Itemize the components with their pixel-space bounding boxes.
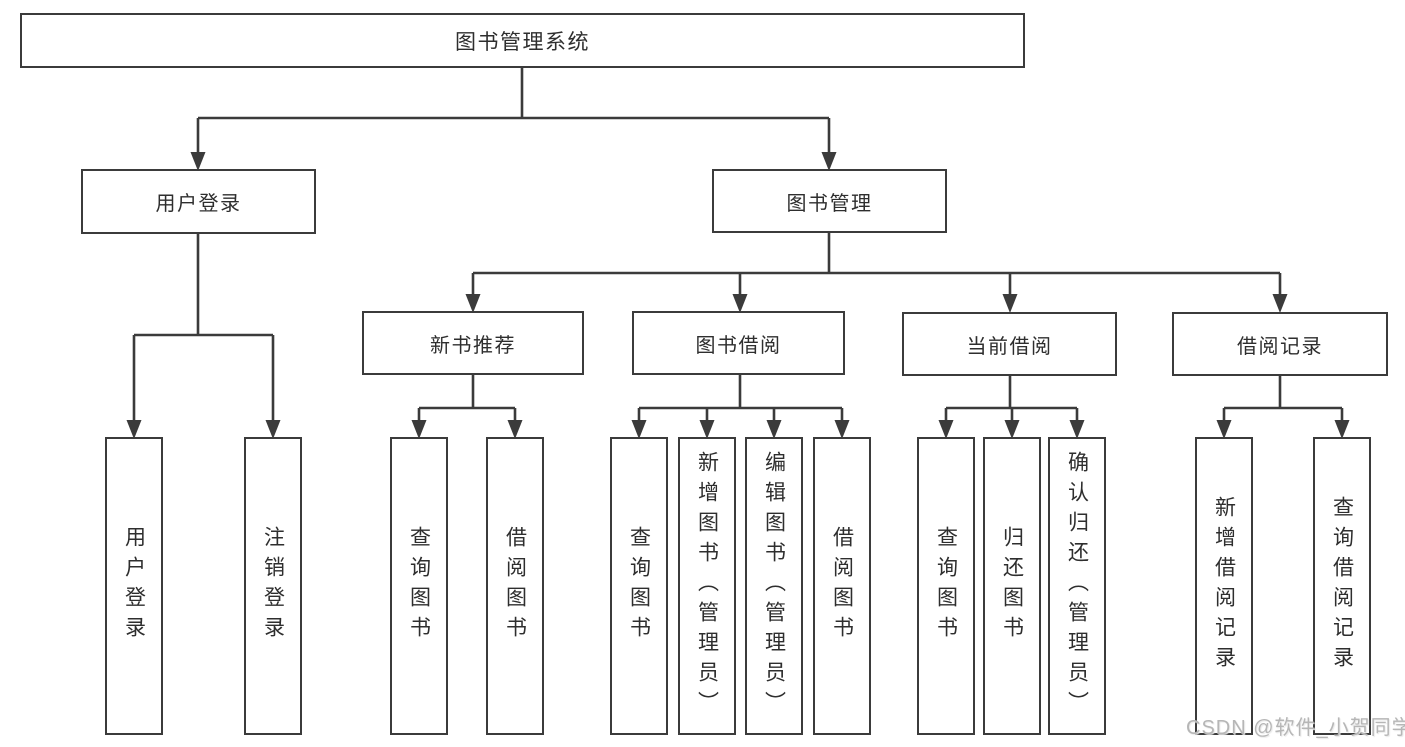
node-user-login: 用户登录 (81, 169, 316, 234)
node-user-login-action: 用户登录 (105, 437, 163, 735)
node-label: 新增图书（管理员） (695, 451, 719, 721)
node-query-borrow-record: 查询借阅记录 (1313, 437, 1371, 735)
node-label: 归还图书 (1000, 526, 1024, 646)
node-borrowing-records: 借阅记录 (1172, 312, 1388, 376)
node-label: 查询借阅记录 (1330, 496, 1354, 676)
node-label: 查询图书 (407, 526, 431, 646)
node-label: 借阅图书 (503, 526, 527, 646)
node-query-books-borrowing: 查询图书 (610, 437, 668, 735)
node-logout-action: 注销登录 (244, 437, 302, 735)
node-label: 新书推荐 (430, 334, 516, 357)
node-borrow-books-recommend: 借阅图书 (486, 437, 544, 735)
node-label: 编辑图书（管理员） (762, 451, 786, 721)
node-label: 借阅图书 (830, 526, 854, 646)
node-label: 新增借阅记录 (1212, 496, 1236, 676)
node-label: 借阅记录 (1237, 335, 1323, 358)
node-add-books-admin: 新增图书（管理员） (678, 437, 736, 735)
node-borrow-books-borrowing: 借阅图书 (813, 437, 871, 735)
arrowhead-icon (1272, 294, 1288, 313)
node-label: 图书管理 (786, 192, 873, 215)
node-query-books-recommend: 查询图书 (390, 437, 448, 735)
node-confirm-return-admin: 确认归还（管理员） (1048, 437, 1106, 735)
node-current-borrowing: 当前借阅 (902, 312, 1117, 376)
node-book-borrowing: 图书借阅 (632, 311, 845, 375)
csdn-watermark: CSDN @软件_小贺同学 (1186, 717, 1405, 739)
node-label: 确认归还（管理员） (1065, 451, 1089, 721)
node-query-books-current: 查询图书 (917, 437, 975, 735)
node-return-books: 归还图书 (983, 437, 1041, 735)
node-label: 注销登录 (261, 526, 285, 646)
node-new-book-recommend: 新书推荐 (362, 311, 584, 375)
node-label: 图书借阅 (695, 334, 782, 357)
node-label: 查询图书 (934, 526, 958, 646)
node-label: 查询图书 (627, 526, 651, 646)
node-add-borrow-record: 新增借阅记录 (1195, 437, 1253, 735)
node-label: 图书管理系统 (455, 30, 590, 54)
node-root: 图书管理系统 (20, 13, 1025, 68)
node-label: 用户登录 (122, 526, 146, 646)
node-label: 用户登录 (155, 193, 242, 215)
node-book-management: 图书管理 (712, 169, 947, 233)
arrowhead-icon (1002, 294, 1018, 313)
node-label: 当前借阅 (966, 335, 1053, 358)
node-edit-books-admin: 编辑图书（管理员） (745, 437, 803, 735)
